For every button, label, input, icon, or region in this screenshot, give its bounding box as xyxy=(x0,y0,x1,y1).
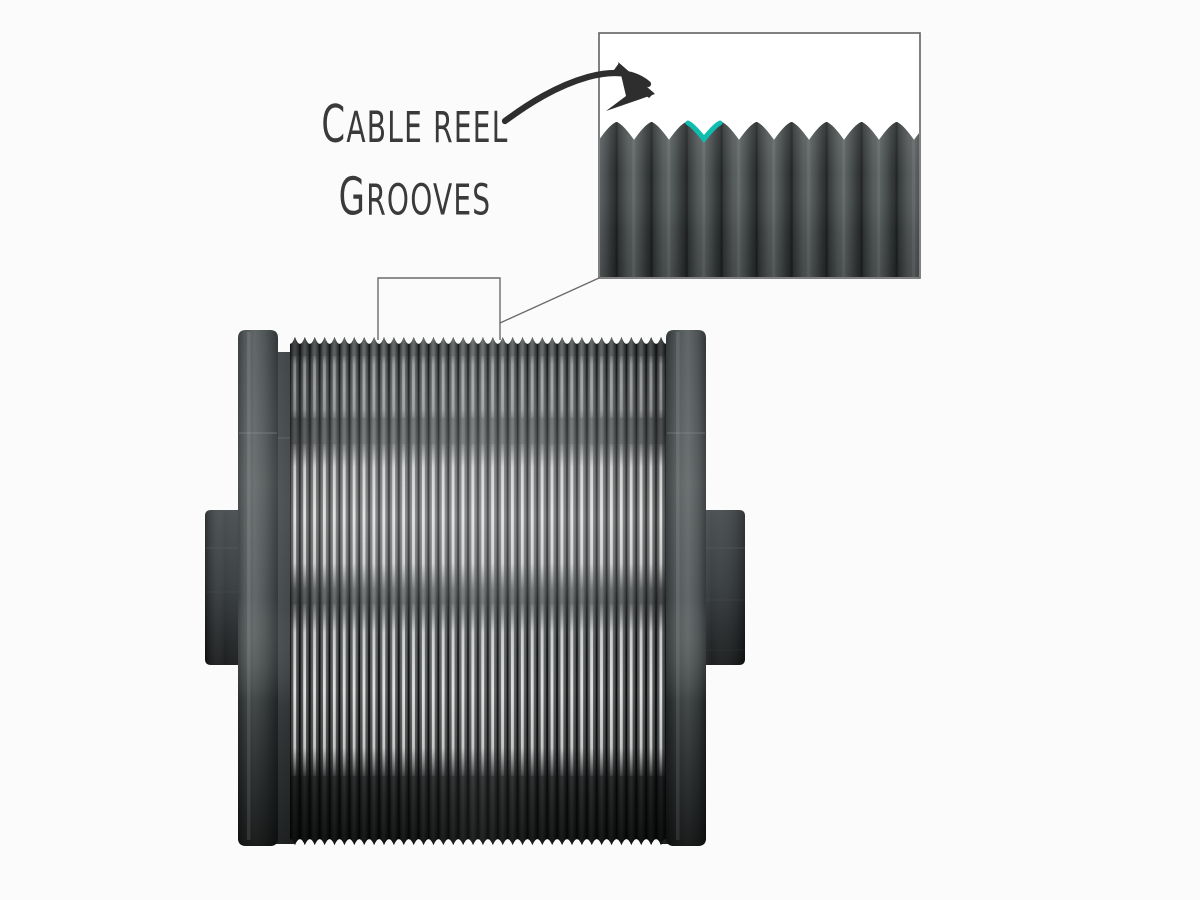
selection-box xyxy=(377,277,501,340)
annotation-label: CABLE REEL GROOVES xyxy=(321,88,510,234)
annotation-line-2-capital: G xyxy=(338,166,367,228)
highlighted-groove xyxy=(685,120,723,144)
leader-line-group xyxy=(377,277,600,340)
curved-arrow-icon xyxy=(501,62,655,125)
detail-inset xyxy=(598,32,921,279)
annotation-line-1-rest: ABLE REEL xyxy=(346,102,509,152)
annotation-line-2: GROOVES xyxy=(321,161,510,234)
annotation-line-1-capital: C xyxy=(321,93,347,155)
annotation-line-1: CABLE REEL xyxy=(321,88,510,161)
left-flange xyxy=(238,330,278,846)
inset-frame xyxy=(598,32,921,279)
right-flange xyxy=(666,330,706,846)
leader-line xyxy=(499,277,600,324)
annotation-line-2-rest: ROOVES xyxy=(366,175,492,225)
drum-grooved-body xyxy=(290,337,666,845)
cable-reel-assembly xyxy=(205,330,745,846)
